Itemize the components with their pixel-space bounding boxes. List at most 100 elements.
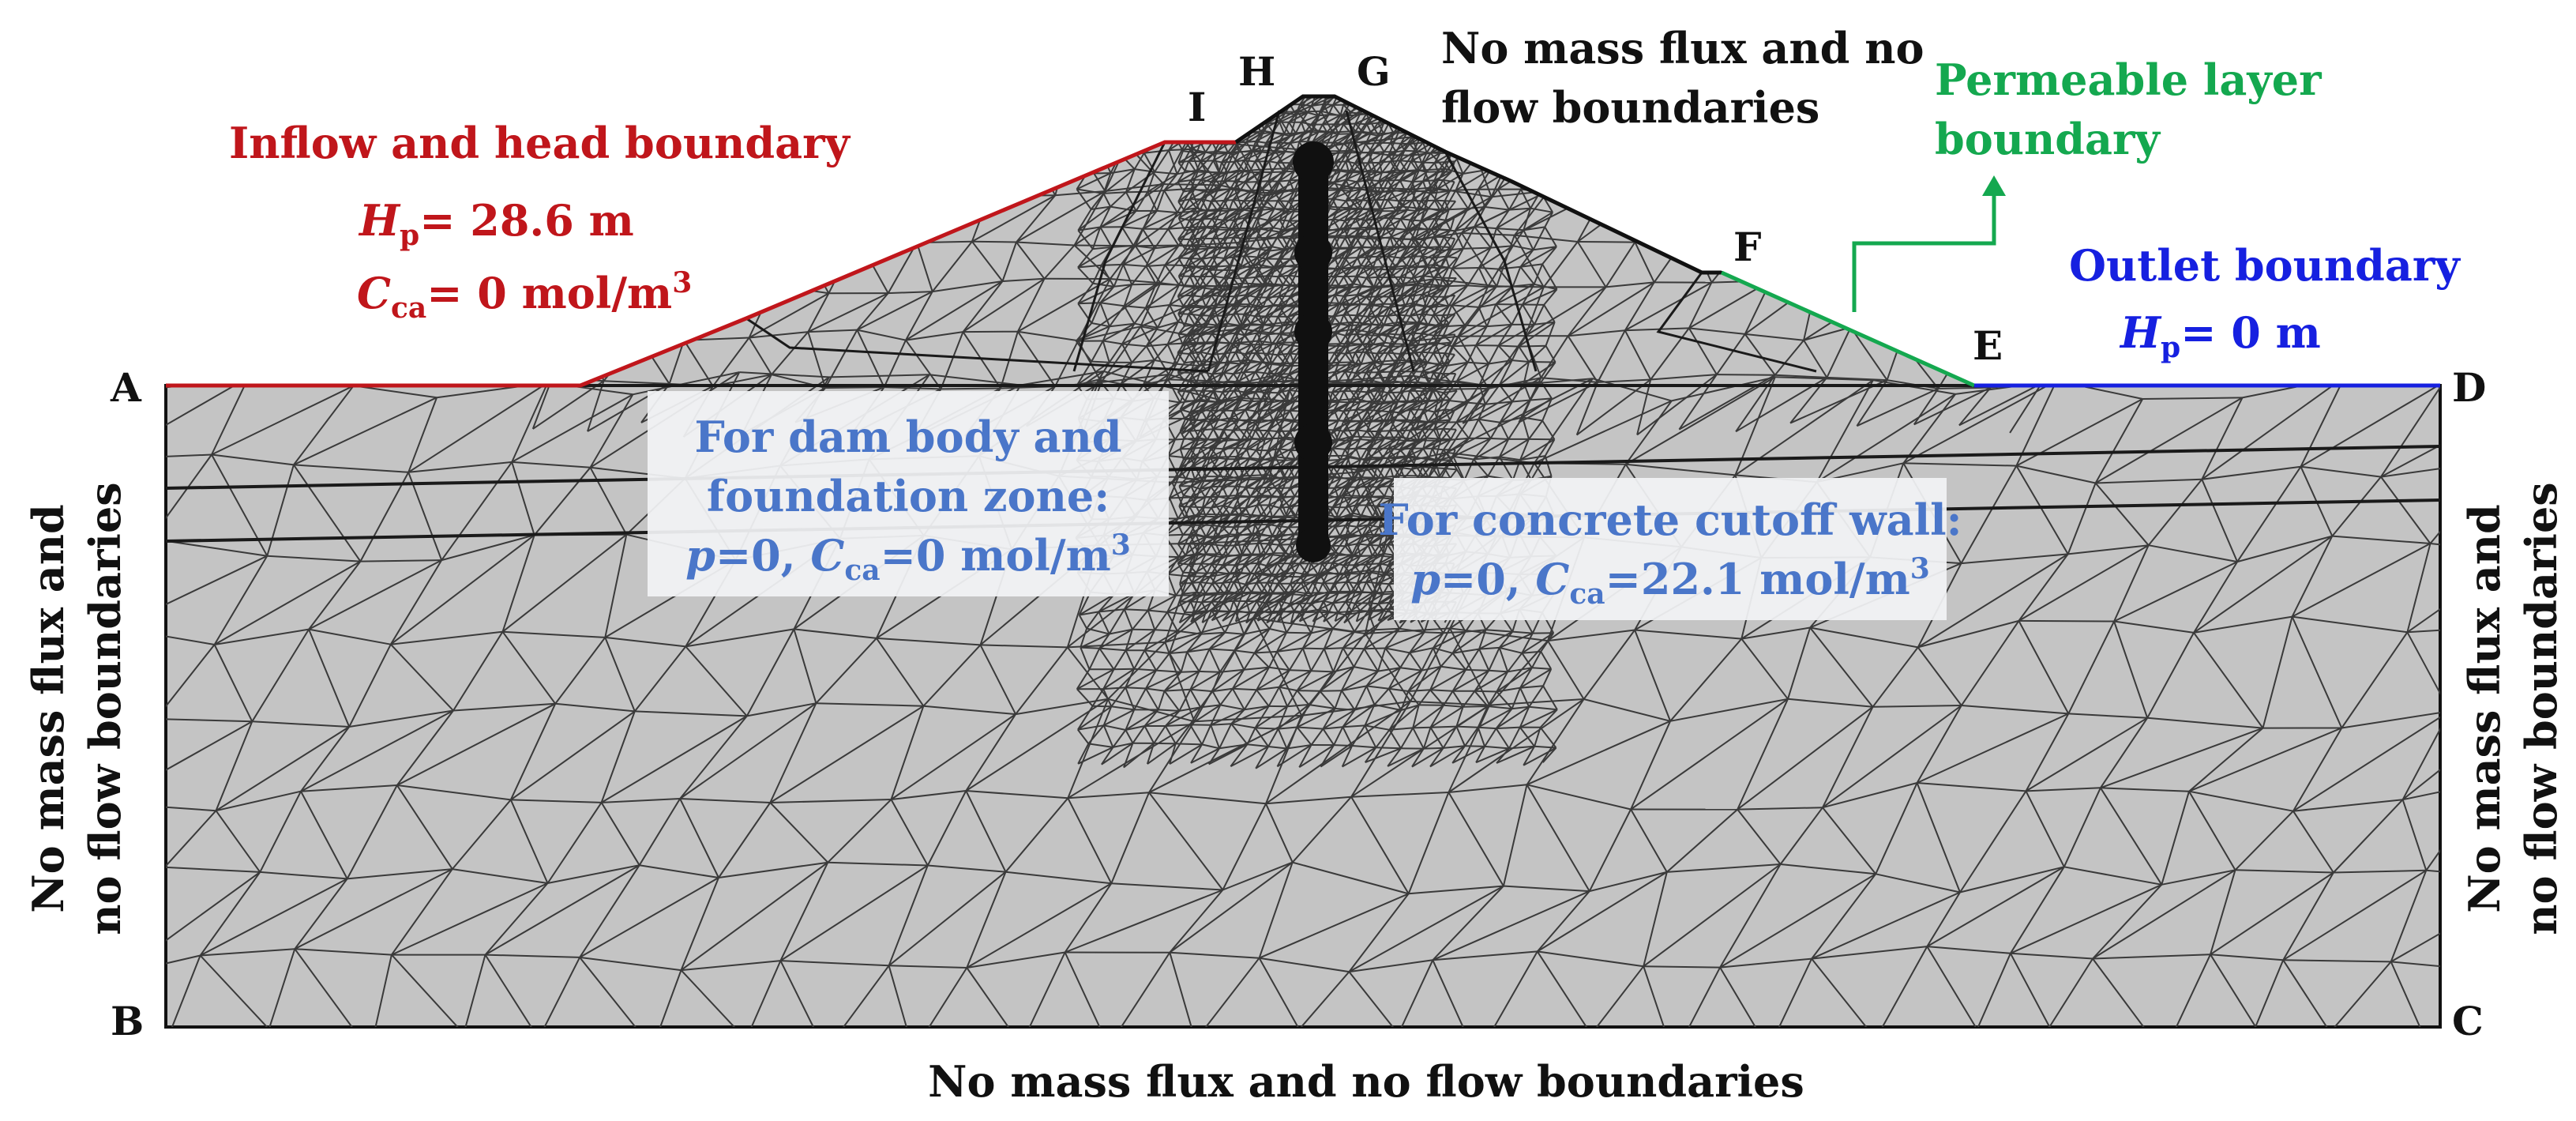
mesh-edge — [441, 534, 535, 562]
mesh-edge — [1333, 666, 1354, 673]
mesh-edge — [407, 382, 549, 473]
mesh-edge — [1108, 343, 1123, 363]
mesh-edge — [1387, 180, 1395, 191]
mesh-edge — [971, 194, 1056, 243]
mesh-edge — [1210, 704, 1222, 726]
mesh-edge — [2291, 616, 2343, 728]
mesh-edge — [1497, 324, 1513, 347]
mesh-edge — [1256, 496, 1267, 517]
mesh-edge — [1108, 608, 1125, 635]
mesh-edge — [1223, 572, 1236, 595]
mesh-edge — [1484, 728, 1497, 747]
mesh-edge — [501, 533, 627, 633]
mesh-edge — [1232, 669, 1245, 690]
mesh-edge — [579, 864, 640, 958]
mesh-edge — [712, 96, 767, 97]
mesh-edge — [1183, 198, 1191, 210]
mesh-edge — [1200, 179, 1208, 190]
mesh-edge — [1822, 782, 1917, 809]
mesh-edge — [1428, 199, 1436, 209]
mesh-edge — [1269, 363, 1291, 367]
mesh-edge — [1342, 631, 1355, 649]
mesh-edge — [1875, 873, 1961, 893]
mesh-edge — [1511, 266, 1522, 287]
mesh-edge — [1197, 130, 1225, 135]
mesh-edge — [1265, 133, 1285, 144]
mesh-edge — [1244, 255, 1258, 258]
mesh-edge — [1323, 726, 1343, 730]
mesh-edge — [1448, 201, 1456, 211]
mesh-edge — [1110, 115, 1125, 134]
mesh-edge — [1456, 418, 1479, 423]
mesh-edge — [927, 864, 1006, 873]
mesh-edge — [692, 239, 745, 246]
mesh-edge — [1875, 946, 1928, 1027]
mesh-edge — [1443, 745, 1466, 749]
mesh-edge — [1017, 331, 1056, 387]
mesh-edge — [1201, 198, 1211, 202]
mesh-edge — [1508, 667, 1533, 673]
mesh-edge — [1222, 803, 1267, 890]
mesh-edge — [1238, 208, 1252, 213]
mesh-edge — [1258, 862, 1294, 959]
mesh-edge — [1410, 150, 1417, 162]
mesh-edge — [744, 186, 779, 246]
mesh-edge — [1154, 742, 1176, 745]
mesh-edge — [1399, 179, 1413, 182]
mesh-edge — [1190, 171, 1197, 181]
mesh-edge — [1475, 344, 1490, 365]
mesh-edge — [1260, 189, 1273, 192]
mesh-edge — [1388, 669, 1422, 690]
mesh-edge — [1125, 725, 1145, 731]
mesh-edge — [1289, 162, 1295, 172]
mesh-edge — [1678, 374, 1718, 431]
mesh-edge — [1166, 595, 1177, 613]
mesh-edge — [1478, 307, 1488, 327]
mesh-edge — [1410, 96, 1419, 107]
mesh-edge — [1407, 690, 1420, 706]
mesh-edge — [1205, 105, 1212, 115]
mesh-edge — [216, 790, 302, 812]
mesh-edge — [1334, 171, 1342, 183]
mesh-edge — [1105, 183, 1164, 192]
mesh-edge — [1240, 286, 1250, 288]
mesh-edge — [390, 644, 454, 712]
mesh-edge — [745, 628, 795, 717]
mesh-edge — [1308, 690, 1321, 705]
mesh-edge — [1174, 724, 1191, 745]
mesh-edge — [1446, 284, 1468, 288]
mesh-edge — [1384, 103, 1390, 116]
mesh-edge — [816, 702, 924, 707]
mesh-edge — [1381, 160, 1391, 174]
mesh-edge — [1525, 286, 1607, 337]
mesh-edge — [1938, 386, 1991, 389]
mesh-edge — [907, 96, 947, 144]
mesh-edge — [1217, 285, 1230, 288]
mesh-edge — [1545, 131, 1557, 152]
mesh-edge — [1540, 632, 1555, 653]
mesh-edge — [1267, 121, 1280, 125]
mesh-edge — [1154, 149, 1170, 173]
mesh-edge — [1228, 199, 1234, 212]
mesh-edge — [1251, 181, 1258, 191]
mesh-edge — [166, 720, 253, 804]
mesh-edge — [1232, 237, 1240, 248]
mesh-edge — [1284, 179, 1290, 191]
mesh-edge — [680, 877, 719, 971]
mesh-edge — [1528, 419, 1544, 440]
mesh-edge — [796, 232, 858, 239]
mesh-edge — [348, 644, 392, 728]
mesh-edge — [1825, 182, 1876, 199]
mesh-edge — [1121, 226, 1135, 246]
mesh-edge — [1474, 226, 1492, 249]
mesh-edge — [1199, 670, 1220, 673]
mesh-edge — [1474, 456, 1500, 461]
mesh-edge — [2025, 717, 2148, 792]
mesh-edge — [1422, 727, 1432, 749]
mesh-edge — [1455, 168, 1492, 191]
mesh-edge — [1523, 226, 1545, 231]
mesh-edge — [1395, 228, 1407, 231]
mesh-edge — [1417, 113, 1429, 117]
mesh-edge — [391, 954, 464, 1027]
mesh-edge — [1811, 891, 1961, 960]
